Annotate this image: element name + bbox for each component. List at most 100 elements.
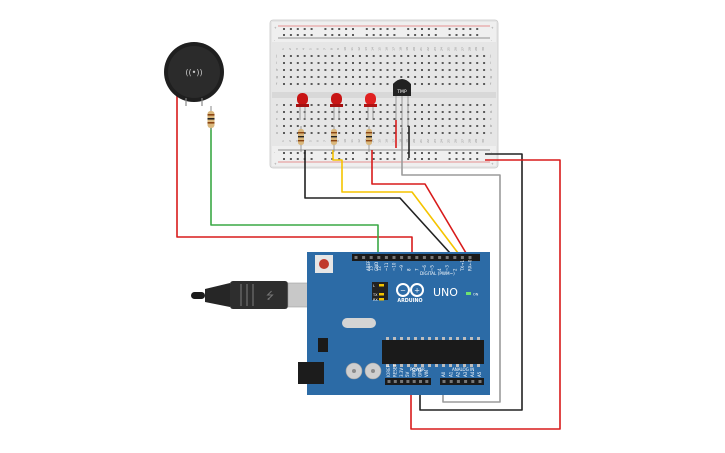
terminal-hole[interactable] <box>441 76 444 78</box>
terminal-hole[interactable] <box>310 125 313 127</box>
terminal-hole[interactable] <box>283 104 285 106</box>
analog-header-pin[interactable] <box>471 380 475 383</box>
terminal-hole[interactable] <box>421 55 423 57</box>
terminal-hole[interactable] <box>303 125 306 127</box>
rail-hole[interactable] <box>427 34 430 36</box>
rail-hole[interactable] <box>379 158 382 160</box>
terminal-hole[interactable] <box>469 111 472 113</box>
terminal-hole[interactable] <box>462 69 465 71</box>
terminal-hole[interactable] <box>379 62 382 64</box>
terminal-hole[interactable] <box>365 69 368 71</box>
temperature-sensor[interactable]: TMP <box>393 79 411 128</box>
terminal-hole[interactable] <box>455 132 458 134</box>
terminal-hole[interactable] <box>476 125 479 127</box>
terminal-hole[interactable] <box>289 111 292 113</box>
rail-hole[interactable] <box>372 28 375 30</box>
terminal-hole[interactable] <box>483 76 486 78</box>
terminal-hole[interactable] <box>469 125 472 127</box>
terminal-hole[interactable] <box>462 111 465 113</box>
terminal-hole[interactable] <box>379 118 382 120</box>
rail-hole[interactable] <box>289 34 292 36</box>
terminal-hole[interactable] <box>352 69 354 71</box>
rail-hole[interactable] <box>338 158 341 160</box>
terminal-hole[interactable] <box>386 62 389 64</box>
terminal-hole[interactable] <box>386 125 389 127</box>
digital-header-pin[interactable] <box>377 256 381 259</box>
rail-hole[interactable] <box>448 28 451 30</box>
terminal-hole[interactable] <box>310 83 313 85</box>
terminal-hole[interactable] <box>289 76 292 78</box>
rail-hole[interactable] <box>393 34 396 36</box>
rail-hole[interactable] <box>324 158 327 160</box>
rail-hole[interactable] <box>310 152 313 154</box>
digital-header-pin[interactable] <box>438 256 442 259</box>
rail-hole[interactable] <box>324 28 327 30</box>
terminal-hole[interactable] <box>379 104 382 106</box>
terminal-hole[interactable] <box>476 55 479 57</box>
terminal-hole[interactable] <box>434 104 437 106</box>
rail-hole[interactable] <box>462 158 465 160</box>
wire-sensor-gray[interactable] <box>401 128 501 403</box>
terminal-hole[interactable] <box>317 62 320 64</box>
terminal-hole[interactable] <box>379 132 382 134</box>
terminal-hole[interactable] <box>393 104 396 106</box>
led-1[interactable] <box>296 93 309 120</box>
terminal-hole[interactable] <box>483 111 486 113</box>
terminal-hole[interactable] <box>448 76 451 78</box>
terminal-hole[interactable] <box>352 62 354 64</box>
terminal-hole[interactable] <box>455 62 458 64</box>
terminal-hole[interactable] <box>296 118 299 120</box>
terminal-hole[interactable] <box>448 83 451 85</box>
terminal-hole[interactable] <box>469 118 472 120</box>
rail-hole[interactable] <box>296 34 299 36</box>
rail-hole[interactable] <box>386 152 389 154</box>
terminal-hole[interactable] <box>414 55 417 57</box>
terminal-hole[interactable] <box>358 55 361 57</box>
breadboard[interactable]: + - + - - + - + 112233445566778899101011… <box>269 19 499 169</box>
terminal-hole[interactable] <box>365 125 368 127</box>
terminal-hole[interactable] <box>386 55 389 57</box>
rail-hole[interactable] <box>462 28 465 30</box>
terminal-hole[interactable] <box>434 69 437 71</box>
terminal-hole[interactable] <box>372 55 375 57</box>
power-header-pin[interactable] <box>400 380 404 383</box>
terminal-hole[interactable] <box>345 125 348 127</box>
terminal-hole[interactable] <box>483 62 486 64</box>
terminal-hole[interactable] <box>296 62 299 64</box>
wire-buzzer-green[interactable] <box>210 128 379 253</box>
rail-hole[interactable] <box>324 152 327 154</box>
terminal-hole[interactable] <box>434 76 437 78</box>
terminal-hole[interactable] <box>427 76 430 78</box>
terminal-hole[interactable] <box>414 69 417 71</box>
rail-hole[interactable] <box>462 34 465 36</box>
terminal-hole[interactable] <box>483 55 486 57</box>
terminal-hole[interactable] <box>483 125 486 127</box>
rail-hole[interactable] <box>434 158 437 160</box>
terminal-hole[interactable] <box>379 76 382 78</box>
terminal-hole[interactable] <box>386 83 389 85</box>
terminal-hole[interactable] <box>296 125 299 127</box>
rail-hole[interactable] <box>448 158 451 160</box>
terminal-hole[interactable] <box>310 118 313 120</box>
terminal-hole[interactable] <box>455 104 458 106</box>
terminal-hole[interactable] <box>303 83 306 85</box>
terminal-hole[interactable] <box>365 118 368 120</box>
terminal-hole[interactable] <box>393 118 396 120</box>
rail-hole[interactable] <box>352 34 354 36</box>
terminal-hole[interactable] <box>358 104 361 106</box>
rail-hole[interactable] <box>352 28 354 30</box>
terminal-hole[interactable] <box>441 83 444 85</box>
rail-hole[interactable] <box>352 158 354 160</box>
terminal-hole[interactable] <box>372 76 375 78</box>
terminal-hole[interactable] <box>393 132 396 134</box>
terminal-hole[interactable] <box>324 118 327 120</box>
rail-hole[interactable] <box>345 158 348 160</box>
rail-hole[interactable] <box>338 152 341 154</box>
rail-hole[interactable] <box>283 158 285 160</box>
terminal-hole[interactable] <box>283 118 285 120</box>
terminal-hole[interactable] <box>483 69 486 71</box>
terminal-hole[interactable] <box>421 104 423 106</box>
terminal-hole[interactable] <box>303 62 306 64</box>
rail-hole[interactable] <box>427 152 430 154</box>
terminal-hole[interactable] <box>317 132 320 134</box>
